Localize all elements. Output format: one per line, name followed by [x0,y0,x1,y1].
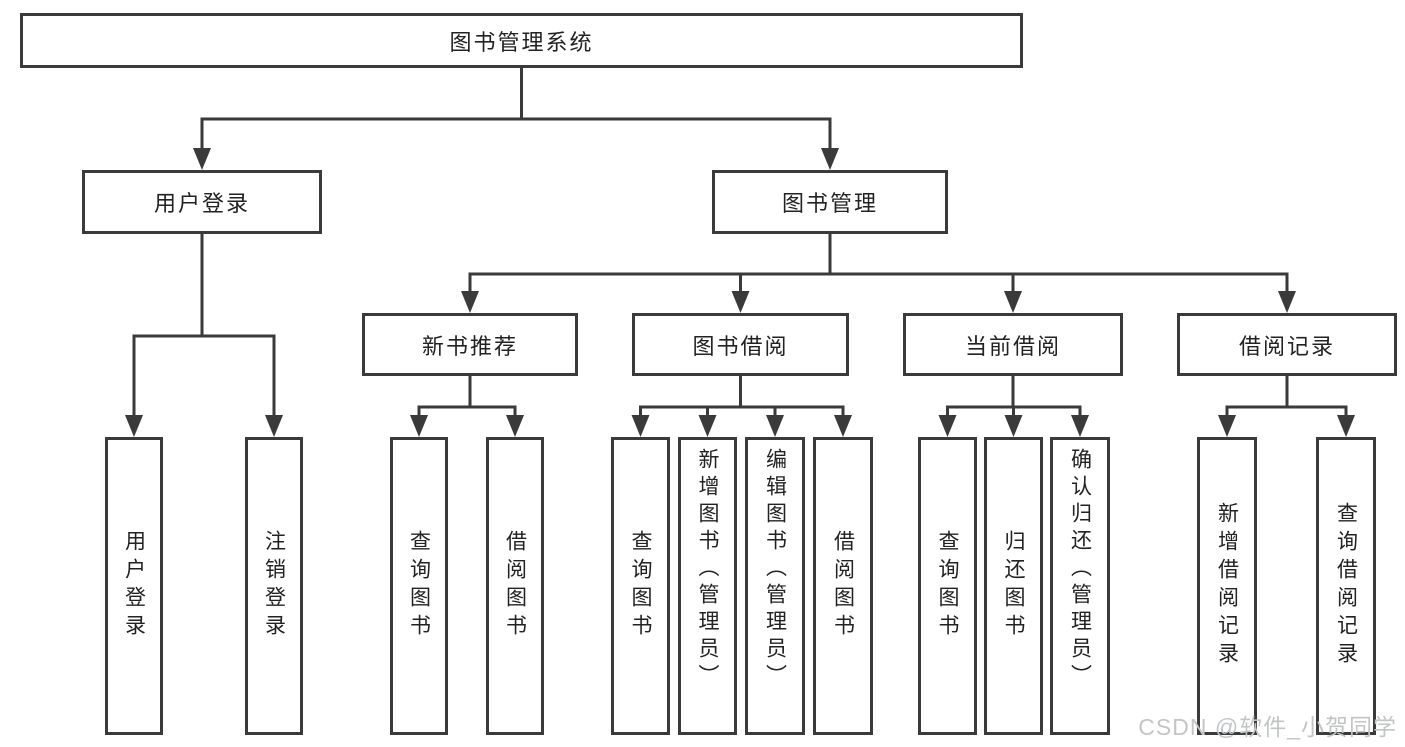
node-label: 图书借阅 [692,333,789,359]
node-book-management: 图书管理 [712,170,948,234]
node-leaf-return-books: 归还图书 [984,437,1043,735]
node-label: 编辑图书（管理员） [763,448,787,691]
node-new-book-recommend: 新书推荐 [362,313,578,376]
node-label: 注销登录 [262,530,286,642]
node-label: 图书管理系统 [449,29,594,55]
node-label: 图书管理 [781,191,878,216]
node-leaf-borrow-books: 借阅图书 [486,437,544,735]
node-leaf-user-login: 用户登录 [105,437,163,735]
node-leaf-add-borrow-record: 新增借阅记录 [1197,437,1257,735]
node-leaf-confirm-return-admin: 确认归还（管理员） [1050,437,1110,735]
node-current-borrowing: 当前借阅 [903,313,1123,376]
node-leaf-logout: 注销登录 [245,437,303,735]
node-library-management-system: 图书管理系统 [20,13,1023,68]
node-label: 用户登录 [153,191,250,216]
node-leaf-borrow-books: 借阅图书 [813,437,873,735]
node-label: 新增图书（管理员） [696,448,719,691]
node-label: 新增借阅记录 [1215,502,1239,670]
node-label: 确认归还（管理员） [1068,448,1092,691]
node-book-borrowing: 图书借阅 [632,313,849,376]
node-user-login: 用户登录 [82,170,322,234]
node-label: 新书推荐 [421,333,518,359]
node-leaf-query-borrow-record: 查询借阅记录 [1316,437,1376,735]
node-label: 查询借阅记录 [1334,502,1358,670]
node-borrow-records: 借阅记录 [1177,313,1397,376]
node-label: 用户登录 [122,530,146,642]
node-label: 借阅记录 [1238,333,1335,359]
node-leaf-query-books: 查询图书 [390,437,448,735]
node-leaf-query-books: 查询图书 [611,437,670,735]
node-label: 借阅图书 [503,530,527,642]
node-leaf-query-books: 查询图书 [918,437,977,735]
node-label: 借阅图书 [831,530,855,642]
csdn-watermark: CSDN @软件_小贺同学 [1138,714,1397,740]
node-leaf-edit-books-admin: 编辑图书（管理员） [745,437,805,735]
node-label: 当前借阅 [964,333,1061,359]
node-label: 查询图书 [629,530,652,642]
node-label: 查询图书 [936,530,959,642]
node-label: 归还图书 [1002,530,1025,642]
node-label: 查询图书 [407,530,431,642]
node-leaf-add-books-admin: 新增图书（管理员） [678,437,737,735]
